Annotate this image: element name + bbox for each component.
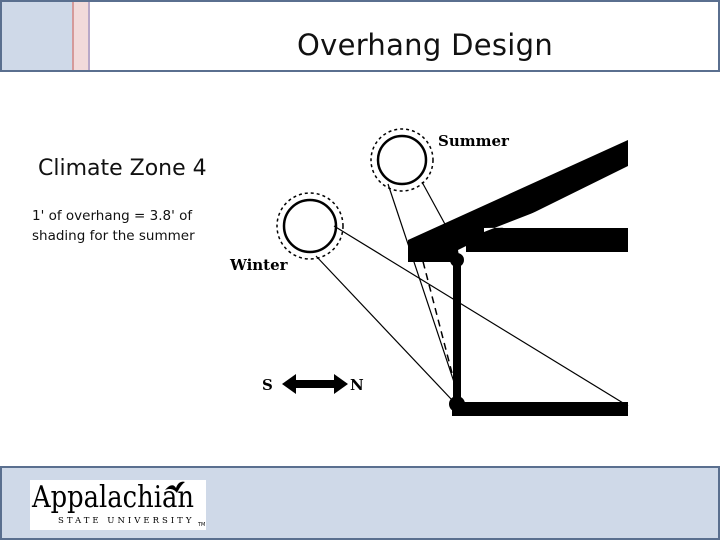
slide-footer: Appalachian STATE UNIVERSITY TM [0,466,720,540]
overhang-note: 1' of overhang = 3.8' of shading for the… [32,208,195,244]
summer-shade-line [419,249,459,397]
roof-gap [484,176,628,232]
logo-trademark: TM [198,522,206,528]
bird-icon [165,481,185,493]
summer-ray-line [387,183,461,401]
overhang-diagram: Summer Winter S N [229,128,629,416]
winter-ray-line [333,225,629,407]
winter-label: Winter [229,256,289,274]
south-label: S [262,376,273,394]
appalachian-logo: Appalachian STATE UNIVERSITY TM [30,480,206,530]
roof-overhang [408,140,628,262]
summer-sun-icon [370,128,434,192]
header-red-band [72,2,90,70]
north-label: N [350,376,364,394]
logo-subtitle: STATE UNIVERSITY [58,516,195,526]
logo-wordmark: Appalachian [32,480,195,515]
direction-arrow-icon [282,374,348,394]
winter-ray-line [315,255,453,401]
slide-title: Overhang Design [296,28,554,62]
winter-sun-icon [276,192,344,260]
slide-header: Overhang Design [0,0,720,72]
wall [453,258,461,404]
climate-zone-heading: Climate Zone 4 [38,156,207,181]
summer-label: Summer [438,132,510,150]
floor [452,402,628,416]
wall-joint [450,253,464,267]
header-blue-block [2,2,72,70]
ceiling-line [466,228,628,252]
